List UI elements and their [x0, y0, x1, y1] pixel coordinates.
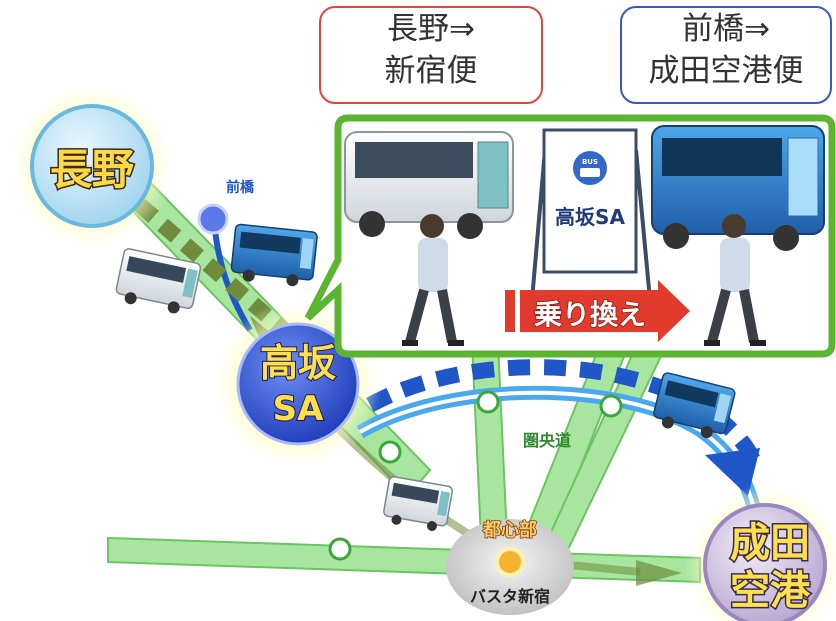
route-label-maebashi-line-1: 前橋⇒	[682, 11, 770, 47]
junction-3	[599, 394, 623, 418]
transfer-label: 乗り換え	[534, 298, 646, 331]
hub-toshinbu-label: 都心部	[482, 519, 537, 541]
person-left	[402, 214, 464, 346]
maebashi-narita-route	[366, 359, 763, 469]
narita-arrow-head	[705, 448, 760, 496]
station-maebashi-label: 前橋	[226, 179, 255, 196]
bus-white-2	[383, 476, 453, 532]
hub-busta-label: バスタ新宿	[470, 587, 550, 606]
ken-o-do-label: 圏央道	[523, 431, 571, 450]
station-takasaka-label-2: SA	[273, 389, 324, 429]
bus-blue-1	[230, 223, 318, 287]
station-takasaka-label-1: 高坂	[260, 341, 336, 385]
junction-1	[378, 440, 402, 464]
route-label-nagano-line-2: 新宿便	[384, 53, 478, 89]
route-label-nagano-line-1: 長野⇒	[387, 11, 475, 47]
bus-stop-name-label: 高坂SA	[555, 205, 625, 229]
station-nagano: 長野	[10, 84, 174, 248]
station-maebashi: 前橋	[197, 179, 255, 235]
junction-4	[328, 537, 352, 561]
person-right	[704, 214, 766, 346]
station-narita-label-1: 成田	[730, 520, 810, 566]
junctions	[328, 390, 623, 561]
junction-2	[476, 390, 500, 414]
route-label-nagano-shinjuku: 長野⇒ 新宿便	[319, 6, 543, 104]
hub-toshinbu: 都心部 バスタ新宿	[446, 518, 574, 615]
transfer-arrow: 乗り換え	[505, 280, 690, 342]
station-narita: 成田 空港	[685, 485, 836, 621]
bus-stop-sign: BUS 高坂SA	[530, 128, 652, 301]
station-narita-label-2: 空港	[730, 568, 811, 614]
bus-blue-2	[653, 372, 736, 439]
route-label-maebashi-narita: 前橋⇒ 成田空港便	[620, 6, 832, 104]
bus-white-1	[115, 248, 202, 314]
station-nagano-label: 長野	[50, 145, 134, 194]
panel-bus-white	[344, 131, 514, 239]
bus-stop-top-label: BUS	[582, 158, 598, 166]
expressway-chuo	[107, 536, 701, 584]
route-label-maebashi-line-2: 成田空港便	[648, 53, 804, 89]
panel-bus-blue	[651, 125, 825, 251]
transfer-panel: BUS 高坂SA 乗り	[304, 114, 836, 358]
